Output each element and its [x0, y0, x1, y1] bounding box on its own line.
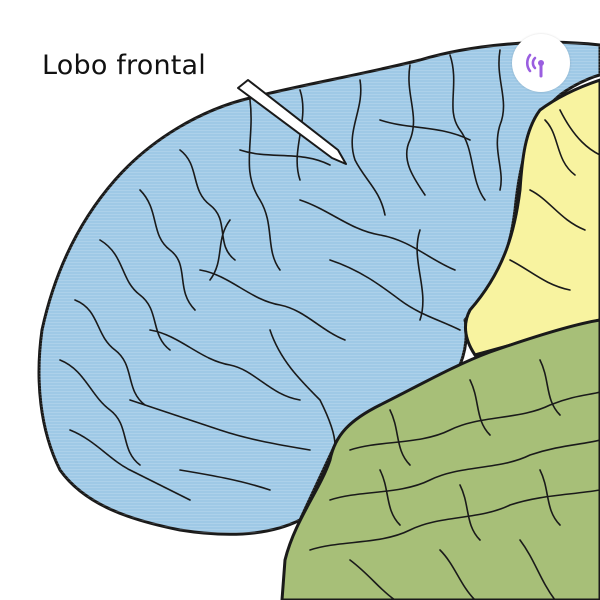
- lobe-label: Lobo frontal: [42, 50, 207, 81]
- frontal-sulci: [59, 49, 505, 501]
- parietal-sulci: [509, 109, 600, 291]
- temporal-sulci: [309, 359, 600, 600]
- temporal-lobe: [280, 318, 600, 600]
- podcast-badge: [512, 34, 570, 92]
- label-pointer-arrow: [237, 79, 347, 165]
- podcast-icon: [525, 53, 544, 78]
